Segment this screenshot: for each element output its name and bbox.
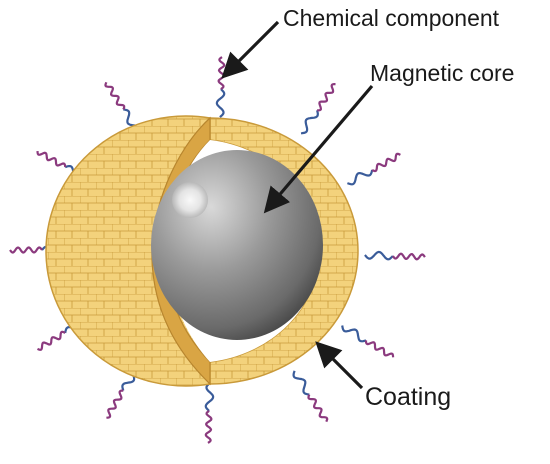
arrow-icon [263,84,374,214]
ligand-purple-segment [317,83,336,112]
arrow-icon [315,341,364,390]
ligand-blue-segment [341,325,367,343]
ligand-purple-segment [307,394,329,423]
ligand-blue-segment [300,110,319,135]
ligand-purple-segment [37,330,66,351]
ligand-purple-segment [392,252,426,261]
ligand-purple-segment [204,410,213,444]
ligand-purple-segment [9,246,43,254]
ligand-blue-segment [204,382,215,412]
ligand-blue-segment [346,169,374,186]
ligand-blue-segment [292,370,310,396]
ligand-purple-segment [364,340,395,358]
ligand-blue-segment [215,88,226,118]
ligand-blue-segment [364,250,394,261]
arrow-icon [221,20,280,79]
label-magnetic-core: Magnetic core [370,60,515,86]
ligand-purple-segment [104,81,126,110]
label-chemical-component: Chemical component [283,5,500,31]
magnetic-core-sphere [151,150,323,340]
ligand-purple-segment [106,389,124,419]
ligand-purple-segment [217,56,226,90]
label-coating: Coating [365,383,452,411]
ligand-purple-segment [371,152,401,173]
core-highlight [172,182,208,218]
ligand-group [9,56,426,444]
ligand-purple-segment [36,151,67,168]
